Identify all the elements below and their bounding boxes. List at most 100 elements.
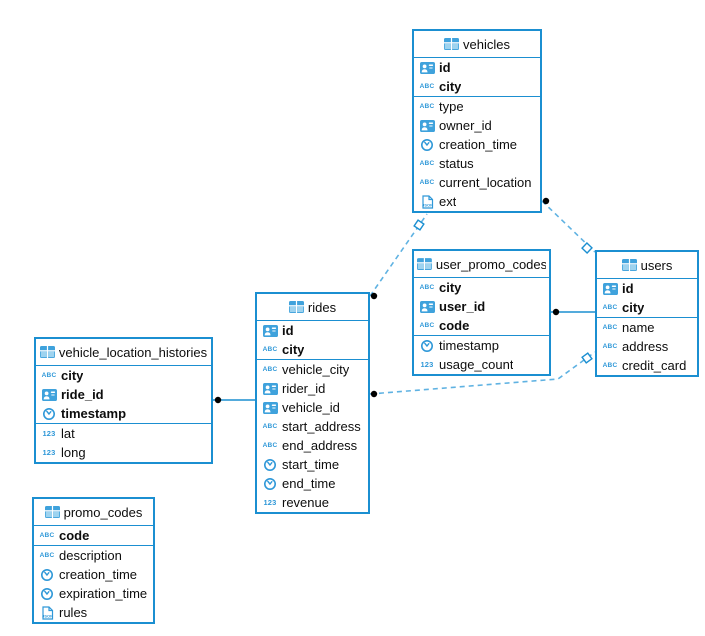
id-key-icon xyxy=(602,282,618,295)
string-type-icon: ABC xyxy=(262,346,278,353)
table-header-vehicle_location_histories[interactable]: vehicle_location_histories xyxy=(36,339,211,366)
column-row-vehicle_location_histories-ride_id[interactable]: ride_id xyxy=(36,385,211,404)
column-row-rides-city[interactable]: ABC city xyxy=(257,340,368,359)
column-row-rides-rider_id[interactable]: rider_id xyxy=(257,379,368,398)
clock-icon xyxy=(41,587,53,600)
column-name: rules xyxy=(59,605,88,620)
column-name: rider_id xyxy=(282,381,326,396)
column-row-promo_codes-expiration_time[interactable]: expiration_time xyxy=(34,584,153,603)
table-header-user_promo_codes[interactable]: user_promo_codes xyxy=(414,251,549,278)
id-key-icon xyxy=(419,119,435,132)
column-name: lat xyxy=(61,426,75,441)
id-key-icon xyxy=(41,388,57,401)
column-row-vehicle_location_histories-lat[interactable]: 123 lat xyxy=(36,423,211,443)
column-row-vehicles-city[interactable]: ABC city xyxy=(414,77,540,96)
string-type-icon: ABC xyxy=(262,423,278,430)
table-header-promo_codes[interactable]: promo_codes xyxy=(34,499,153,526)
column-row-users-id[interactable]: id xyxy=(597,279,697,298)
column-row-promo_codes-rules[interactable]: JSON rules xyxy=(34,603,153,622)
relation-diamond-vehicles xyxy=(413,219,425,231)
column-name: timestamp xyxy=(439,338,499,353)
clock-icon xyxy=(421,138,433,151)
id-key-icon xyxy=(419,61,435,74)
column-row-vehicles-id[interactable]: id xyxy=(414,58,540,77)
id-key-icon xyxy=(262,324,278,337)
column-row-vehicles-creation_time[interactable]: creation_time xyxy=(414,135,540,154)
column-name: start_time xyxy=(282,457,340,472)
relation-dot-vehicles xyxy=(542,197,550,205)
column-name: city xyxy=(61,368,84,383)
string-type-icon: ABC xyxy=(419,322,435,329)
column-row-promo_codes-creation_time[interactable]: creation_time xyxy=(34,565,153,584)
column-row-rides-end_time[interactable]: end_time xyxy=(257,474,368,493)
clock-icon xyxy=(264,477,276,490)
table-name: user_promo_codes xyxy=(435,256,546,272)
table-icon xyxy=(621,259,637,271)
column-row-user_promo_codes-timestamp[interactable]: timestamp xyxy=(414,335,549,355)
column-row-user_promo_codes-user_id[interactable]: user_id xyxy=(414,297,549,316)
column-name: timestamp xyxy=(61,406,127,421)
column-name: address xyxy=(622,339,669,354)
relation-vehicles-to-users[interactable] xyxy=(541,200,596,253)
column-row-vehicles-owner_id[interactable]: owner_id xyxy=(414,116,540,135)
column-name: city xyxy=(439,79,462,94)
table-icon xyxy=(288,301,304,313)
string-type-icon: ABC xyxy=(419,83,435,90)
column-name: current_location xyxy=(439,175,532,190)
relation-diamond-users xyxy=(581,352,593,364)
svg-text:JSON: JSON xyxy=(422,202,433,207)
column-row-vehicle_location_histories-timestamp[interactable]: timestamp xyxy=(36,404,211,423)
number-type-icon: 123 xyxy=(42,448,56,457)
clock-icon xyxy=(41,568,53,581)
clock-icon xyxy=(43,407,55,420)
column-row-vehicle_location_histories-city[interactable]: ABC city xyxy=(36,366,211,385)
column-name: ride_id xyxy=(61,387,104,402)
column-row-rides-vehicle_id[interactable]: vehicle_id xyxy=(257,398,368,417)
string-type-icon: ABC xyxy=(41,372,57,379)
id-key-icon xyxy=(419,300,435,313)
relation-rides-to-users[interactable] xyxy=(369,351,596,395)
table-header-rides[interactable]: rides xyxy=(257,294,368,321)
column-row-rides-start_time[interactable]: start_time xyxy=(257,455,368,474)
column-name: city xyxy=(282,342,305,357)
table-header-users[interactable]: users xyxy=(597,252,697,279)
table-name: vehicle_location_histories xyxy=(58,344,208,360)
string-type-icon: ABC xyxy=(262,366,278,373)
table-icon xyxy=(444,38,460,50)
relation-dot-rides xyxy=(370,390,378,398)
column-name: id xyxy=(622,281,634,296)
string-type-icon: ABC xyxy=(419,103,435,110)
number-type-icon: 123 xyxy=(42,429,56,438)
column-row-rides-id[interactable]: id xyxy=(257,321,368,340)
json-icon: JSON xyxy=(42,605,53,620)
table-name: promo_codes xyxy=(63,504,143,520)
column-name: owner_id xyxy=(439,118,492,133)
table-header-vehicles[interactable]: vehicles xyxy=(414,31,540,58)
